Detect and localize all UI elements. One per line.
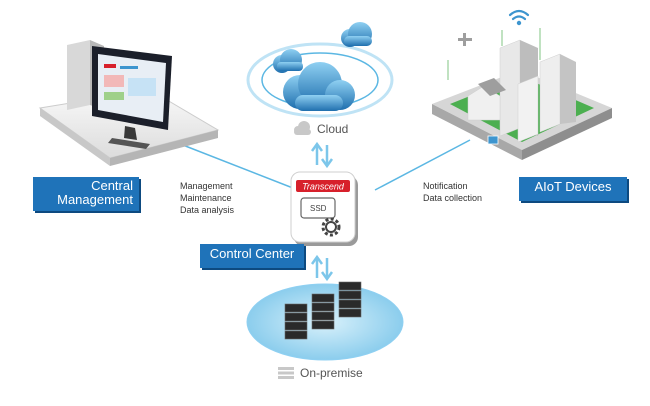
central-management-line-1: Central [91, 178, 133, 193]
sync-arrows-bottom [310, 254, 334, 282]
note-data-collection: Data collection [423, 193, 483, 203]
ssd-chip-text: SSD [310, 204, 327, 213]
control-center-label: Control Center [200, 244, 304, 268]
cloud-icon [246, 22, 394, 135]
on-premise-label: On-premise [300, 366, 363, 380]
connector-lines [169, 139, 471, 191]
brand-text: Transcend [302, 182, 345, 192]
sync-arrows-top [310, 141, 334, 169]
note-maintenance: Maintenance [180, 193, 232, 203]
management-notes: Management Maintenance Data analysis [180, 180, 234, 216]
note-management: Management [180, 181, 233, 191]
cloud-label: Cloud [317, 122, 349, 136]
collection-notes: Notification Data collection [423, 180, 482, 204]
wifi-icon [508, 9, 530, 21]
server-stack-icon [246, 281, 404, 379]
note-data-analysis: Data analysis [180, 205, 235, 215]
central-management-label: Central Management [33, 177, 139, 211]
central-management-line-2: Management [57, 192, 133, 207]
aiot-devices-label: AIoT Devices [519, 177, 627, 201]
desktop-computer-icon [38, 40, 220, 166]
smart-city-icon [432, 9, 612, 160]
ssd-gear-icon: Transcend SSD [290, 171, 358, 246]
note-notification: Notification [423, 181, 468, 191]
